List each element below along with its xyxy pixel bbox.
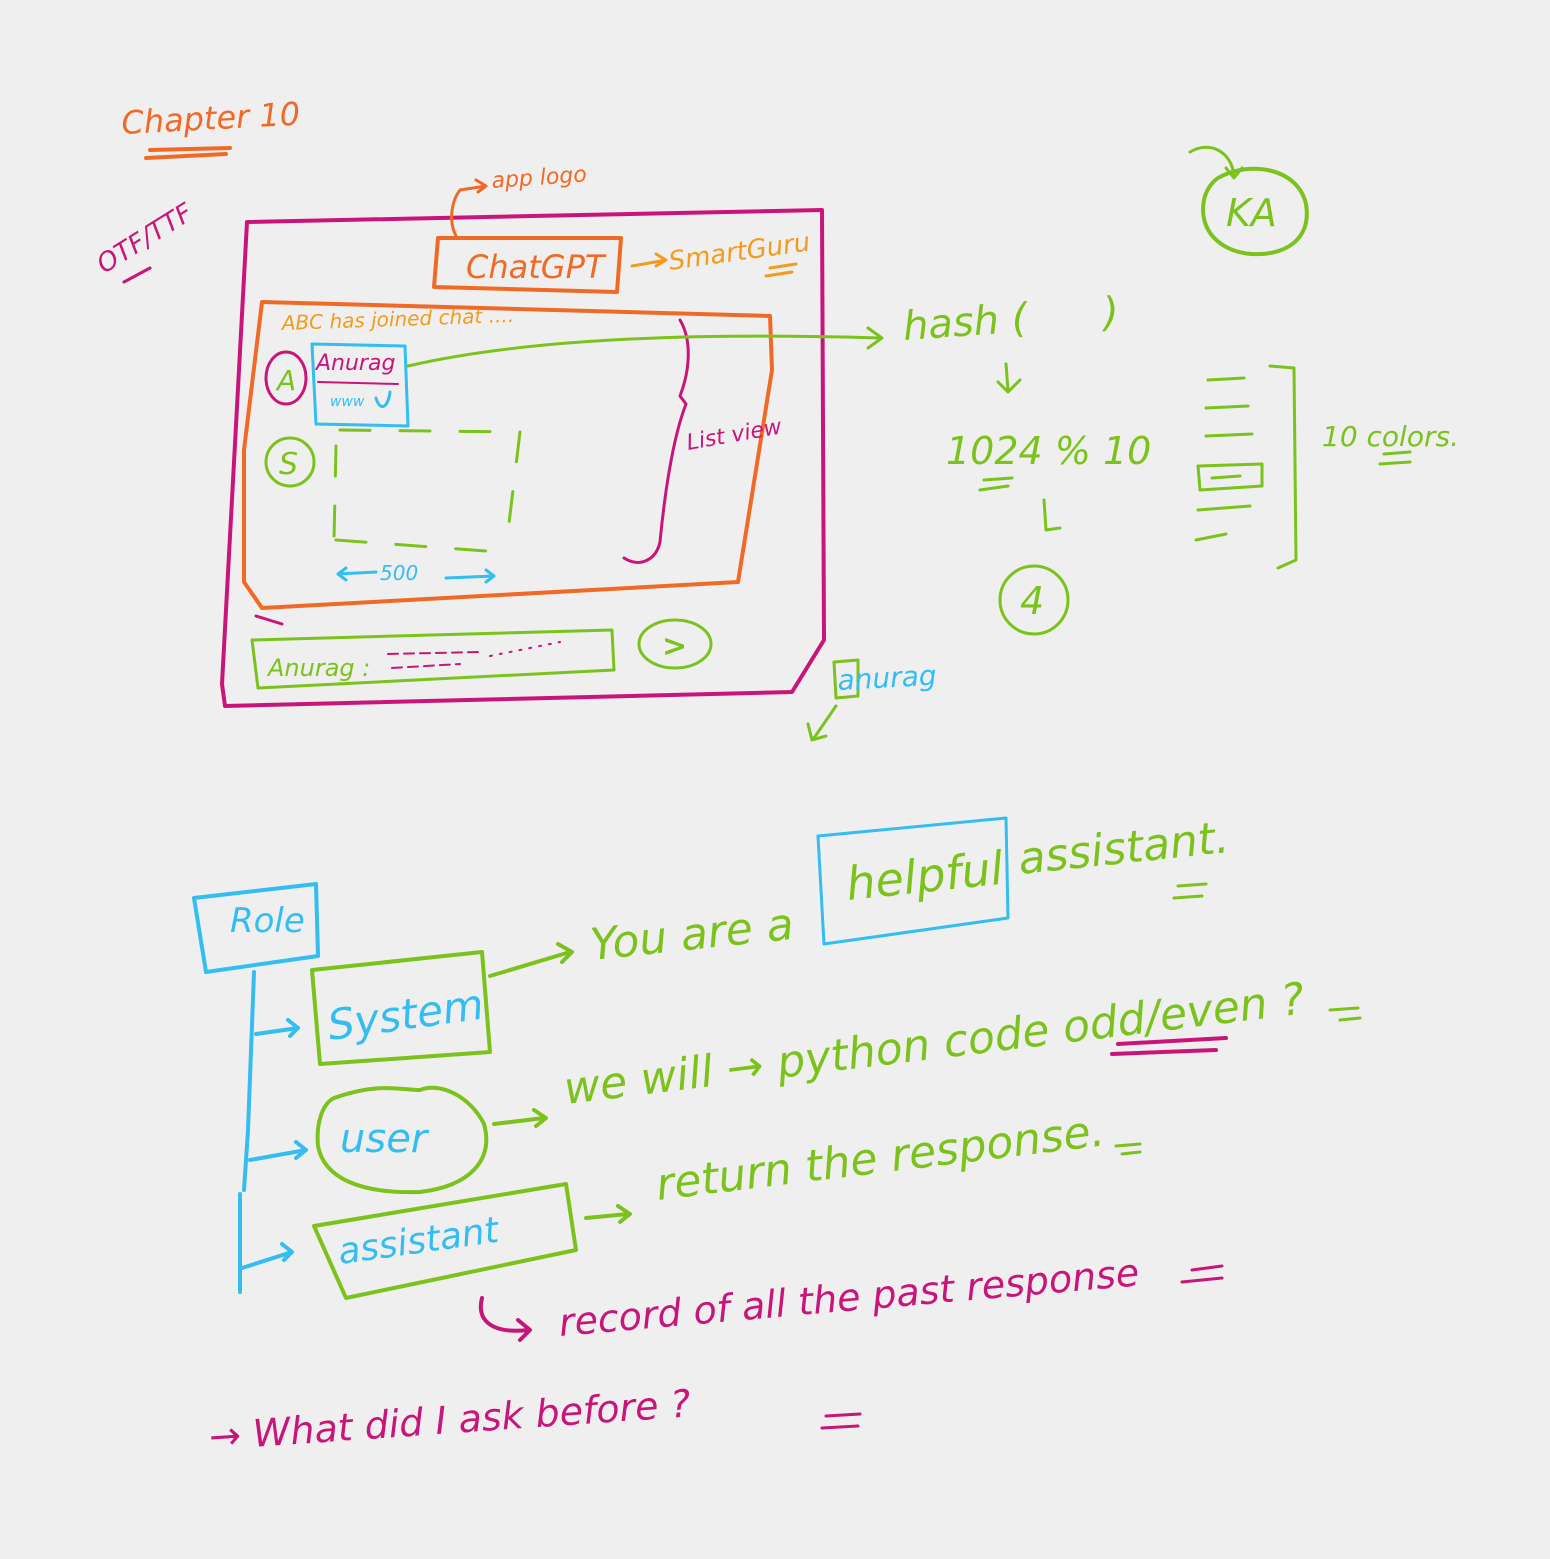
- record-underline: [1180, 1264, 1224, 1284]
- hash-pointer-arrow: [406, 326, 884, 368]
- width-note: 500: [380, 561, 418, 585]
- question-note: → What did I ask before ?: [208, 1381, 692, 1459]
- rename-note: SmartGuru: [667, 227, 812, 277]
- message-bubble: [310, 342, 410, 428]
- image-placeholder: [332, 428, 522, 554]
- assistant-sentence: return the response.: [653, 1105, 1107, 1211]
- rename-arrow: [630, 252, 668, 268]
- system-sentence-end: assistant.: [1016, 812, 1231, 885]
- record-note: record of all the past response: [557, 1250, 1141, 1345]
- bubble-name: Anurag: [314, 351, 395, 376]
- username-note: anurag: [837, 659, 938, 697]
- bubble-squiggle: [374, 390, 392, 408]
- role-label: Role: [230, 901, 305, 941]
- app-logo-label: ChatGPT: [466, 248, 607, 286]
- system-sentence-start: You are a: [588, 899, 796, 971]
- width-arrow-right: [444, 568, 496, 584]
- app-logo-note: app logo: [491, 162, 588, 194]
- user-sentence: we will → python code odd/even ?: [561, 973, 1307, 1114]
- result-label: 4: [1020, 579, 1044, 623]
- question-underline: [820, 1412, 862, 1430]
- record-hook-arrow: [478, 1296, 532, 1342]
- input-dots: [489, 641, 561, 657]
- bubble-name-underline: [317, 381, 399, 385]
- username-first-letter-box: [832, 658, 860, 700]
- join-message: ABC has joined chat ....: [279, 303, 514, 335]
- modulo-underline: [978, 476, 1014, 492]
- user-arrow: [492, 1108, 548, 1128]
- message-input-box: [250, 628, 616, 690]
- odd-even-underline: [1110, 1036, 1228, 1056]
- system-sentence-highlight: helpful: [844, 841, 1007, 911]
- send-button: [637, 618, 713, 670]
- rename-underline: [764, 262, 798, 278]
- color-list-selected: [1196, 462, 1264, 492]
- hash-down-arrow: [996, 362, 1022, 394]
- message-input-value: Anurag :: [266, 654, 370, 682]
- font-note-underline: [122, 266, 152, 284]
- input-typed-text: [387, 651, 481, 669]
- avatar-a-circle: [264, 350, 308, 406]
- ka-pointer-arrow: [1188, 145, 1244, 180]
- list-view-brace: [622, 318, 690, 564]
- system-role-box: [310, 950, 492, 1066]
- response-underline: [1114, 1142, 1142, 1156]
- helpful-highlight-box: [816, 816, 1010, 946]
- ka-avatar-label: KA: [1226, 191, 1277, 235]
- chapter-underline: [144, 146, 232, 160]
- code-underline: [1328, 1006, 1362, 1022]
- username-down-arrow: [806, 704, 838, 742]
- result-circle: [998, 564, 1070, 636]
- colors-underline: [1378, 450, 1412, 466]
- user-role-label: user: [340, 1116, 430, 1162]
- hash-label: hash ( ): [901, 289, 1120, 350]
- list-view-note: List view: [685, 414, 785, 455]
- system-arrow: [488, 942, 574, 978]
- color-list-bracket: [1268, 364, 1298, 570]
- bubble-text: www: [330, 394, 365, 410]
- role-box: [192, 882, 320, 974]
- app-logo-box: [432, 236, 623, 294]
- ka-avatar-circle: [1201, 166, 1309, 257]
- avatar-s-circle: [264, 436, 316, 488]
- system-role-label: System: [325, 980, 487, 1050]
- colors-note: 10 colors.: [1322, 420, 1459, 453]
- app-logo-pointer-arrow: [450, 178, 488, 238]
- width-arrow-left: [336, 566, 378, 582]
- role-tree-lines: [238, 970, 308, 1294]
- input-frame-tick: [254, 614, 284, 626]
- app-window-frame: [220, 208, 826, 708]
- assistant-word-underline: [1172, 882, 1208, 900]
- avatar-a-label: A: [275, 364, 296, 397]
- send-icon: >: [662, 629, 687, 664]
- color-list-lines: [1194, 376, 1254, 542]
- modulo-down-arrow: [1042, 498, 1062, 532]
- chapter-title: Chapter 10: [120, 95, 301, 142]
- assistant-role-box: [312, 1182, 578, 1300]
- modulo-label: 1024 % 10: [946, 429, 1151, 473]
- user-role-oval: [315, 1085, 489, 1195]
- assistant-arrow: [584, 1204, 632, 1224]
- chat-list-panel: [242, 300, 774, 610]
- avatar-s-label: S: [279, 447, 298, 482]
- font-format-note: OTF/TTF: [92, 197, 199, 280]
